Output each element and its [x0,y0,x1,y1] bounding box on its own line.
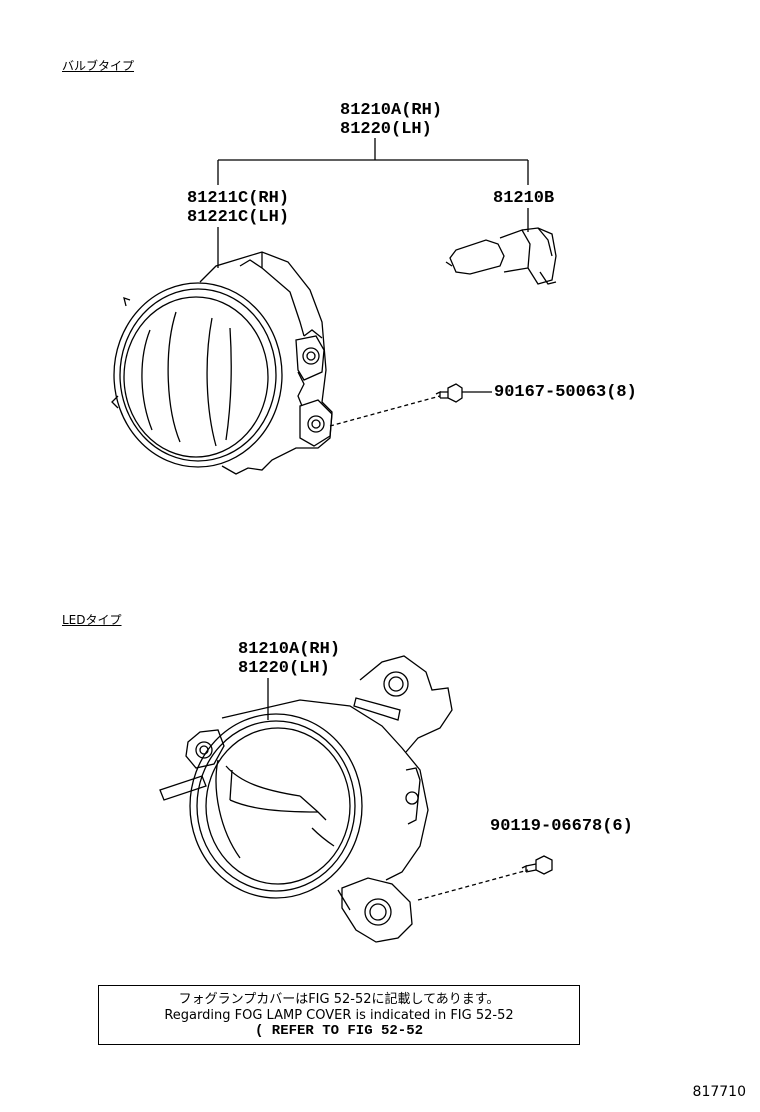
bulb-fog-lamp-illustration [111,251,333,475]
part-number-bulb-assembly-rh: 81210A(RH) [340,101,443,120]
section-label-led-type: LEDタイプ [62,613,122,627]
note-line-english: Regarding FOG LAMP COVER is indicated in… [164,1008,514,1023]
section-label-bulb-type: バルブタイプ [62,59,135,73]
illustration-code: 817710 [692,1084,746,1100]
part-number-led-screw: 90119-06678(6) [490,817,633,836]
part-number-bulb-screw: 90167-50063(8) [494,383,637,402]
halogen-bulb-illustration [445,227,557,285]
note-line-japanese: フォグランプカバーはFIG 52-52に記載してあります。 [178,992,500,1007]
led-screw-illustration [521,855,553,875]
bulb-screw-illustration [435,383,463,403]
reference-note-box: フォグランプカバーはFIG 52-52に記載してあります。 Regarding … [98,985,580,1045]
part-number-bulb: 81210B [493,189,555,208]
note-line-reference: ( REFER TO FIG 52-52 [254,1023,424,1039]
led-fog-lamp-illustration [159,655,453,943]
part-number-led-assembly-rh: 81210A(RH) [238,640,341,659]
led-leader-lines [267,678,529,901]
part-number-unit-rh: 81211C(RH) [187,189,290,208]
part-number-bulb-assembly-lh: 81220(LH) [340,120,432,139]
bulb-leader-lines [217,138,529,427]
part-number-unit-lh: 81221C(LH) [187,208,290,227]
part-number-led-assembly-lh: 81220(LH) [238,659,330,678]
